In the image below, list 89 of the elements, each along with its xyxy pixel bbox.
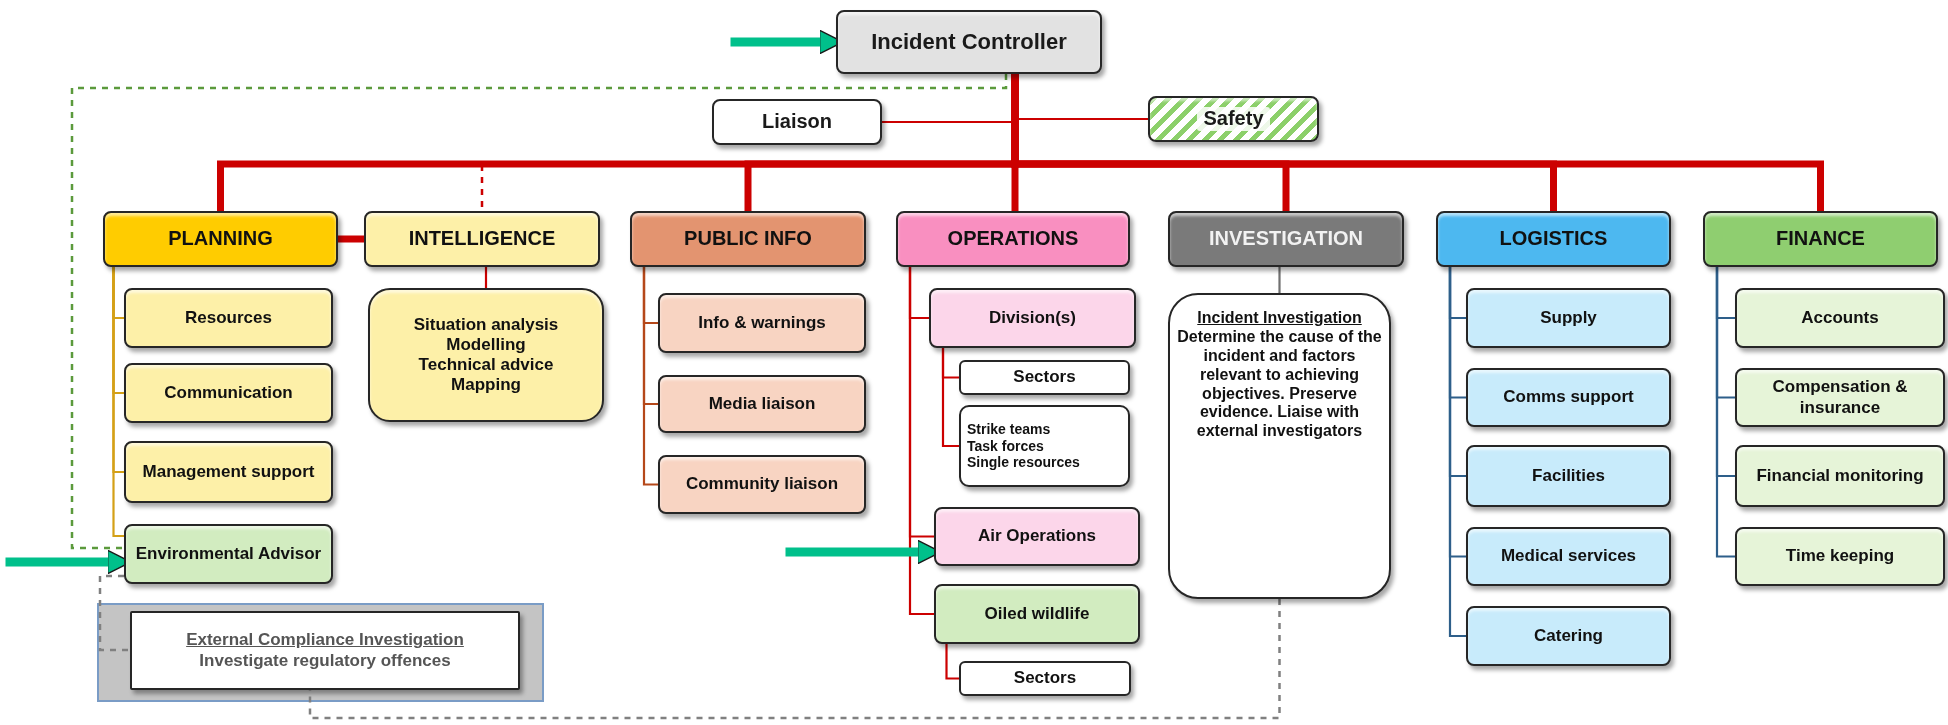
box-label: PLANNING	[168, 227, 273, 251]
box-label: Incident Controller	[871, 29, 1067, 55]
section-header	[364, 211, 600, 267]
function-box	[929, 288, 1136, 348]
box-label: Sectors	[1013, 668, 1077, 689]
connector-line	[1715, 265, 1737, 558]
box-label: Community liaison	[685, 474, 839, 495]
box-label: FINANCE	[1776, 227, 1865, 251]
function-box	[1466, 445, 1671, 507]
function-box	[124, 363, 333, 423]
box-label: Accounts	[1801, 307, 1879, 328]
function-box	[1466, 368, 1671, 427]
function-box	[1466, 606, 1671, 666]
function-box	[959, 360, 1130, 395]
section-header	[1168, 211, 1404, 267]
box-label: OPERATIONS	[947, 227, 1079, 251]
function-box	[959, 405, 1130, 487]
section-header	[630, 211, 866, 267]
box-label: Modelling	[446, 334, 526, 355]
connector-line	[642, 265, 660, 486]
box-label: Division(s)	[989, 307, 1076, 328]
function-box	[1735, 288, 1945, 348]
box-label: Facilities	[1532, 465, 1605, 486]
box-label: Task forces	[967, 437, 1044, 455]
role-box	[1148, 96, 1319, 142]
function-box	[124, 288, 333, 348]
box-label: Communication	[164, 382, 293, 403]
function-box	[124, 441, 333, 503]
box-label: Time keeping	[1785, 546, 1895, 567]
section-header	[103, 211, 338, 267]
function-box	[1735, 445, 1945, 507]
section-header	[896, 211, 1130, 267]
description-box	[1168, 293, 1391, 599]
section-header	[1436, 211, 1671, 267]
box-label: Management support	[142, 461, 315, 482]
box-label: Liaison	[762, 110, 832, 134]
connector-line	[98, 574, 130, 652]
box-label: Air Operations	[977, 526, 1097, 547]
box-label: PUBLIC INFO	[684, 227, 812, 251]
connector-line	[112, 265, 126, 538]
connector-line	[70, 73, 1008, 550]
connector-line	[1448, 265, 1468, 638]
box-label: Supply	[1540, 307, 1597, 328]
section-header	[1703, 211, 1938, 267]
connector-line	[941, 346, 961, 448]
function-box	[124, 524, 333, 584]
box-description: Investigate regulatory offences	[199, 650, 451, 671]
box-label: Environmental Advisor	[135, 543, 322, 564]
box-label: Catering	[1534, 625, 1603, 646]
function-box	[934, 584, 1140, 644]
function-box	[658, 455, 866, 514]
function-box	[658, 375, 866, 433]
box-label: Single resources	[967, 454, 1080, 471]
box-label: Compensation & insurance	[1771, 377, 1909, 418]
function-box	[934, 507, 1140, 566]
box-label: Safety	[1197, 107, 1270, 131]
connector-line	[908, 265, 936, 616]
connector-line	[1278, 265, 1281, 295]
box-label: Oiled wildlife	[984, 603, 1090, 624]
role-box	[836, 10, 1102, 74]
box-label: Strike teams	[967, 421, 1051, 438]
box-label: Resources	[185, 307, 272, 328]
function-box	[1466, 527, 1671, 586]
function-box	[1735, 527, 1945, 586]
connector-line	[308, 599, 1281, 720]
connector-line	[945, 642, 961, 680]
description-box	[130, 611, 520, 690]
box-label: INVESTIGATION	[1208, 227, 1364, 251]
function-box	[1466, 288, 1671, 348]
box-description: Determine the cause of the incident and factors relevant to achieving objectives. Preserve evidence. Liaise with external investigators	[1176, 327, 1383, 442]
box-label: Situation analysis	[413, 314, 559, 335]
box-label: Media liaison	[708, 393, 816, 414]
function-box	[368, 288, 604, 422]
box-label: Technical advice	[418, 355, 554, 376]
function-box	[658, 293, 866, 353]
function-box	[959, 661, 1131, 696]
box-label: Medical services	[1500, 546, 1637, 567]
box-label: Sectors	[1013, 367, 1076, 388]
box-label: Mapping	[451, 375, 521, 396]
box-heading: Incident Investigation	[1197, 309, 1362, 328]
connector-line	[484, 265, 488, 290]
function-box	[1735, 368, 1945, 427]
role-box	[712, 99, 882, 145]
box-label: INTELLIGENCE	[408, 227, 556, 251]
box-label: LOGISTICS	[1499, 227, 1608, 251]
box-label: Comms support	[1503, 387, 1634, 408]
box-heading: External Compliance Investigation	[186, 630, 464, 651]
box-label: Info & warnings	[698, 312, 826, 333]
box-label: Financial monitoring	[1756, 465, 1924, 486]
